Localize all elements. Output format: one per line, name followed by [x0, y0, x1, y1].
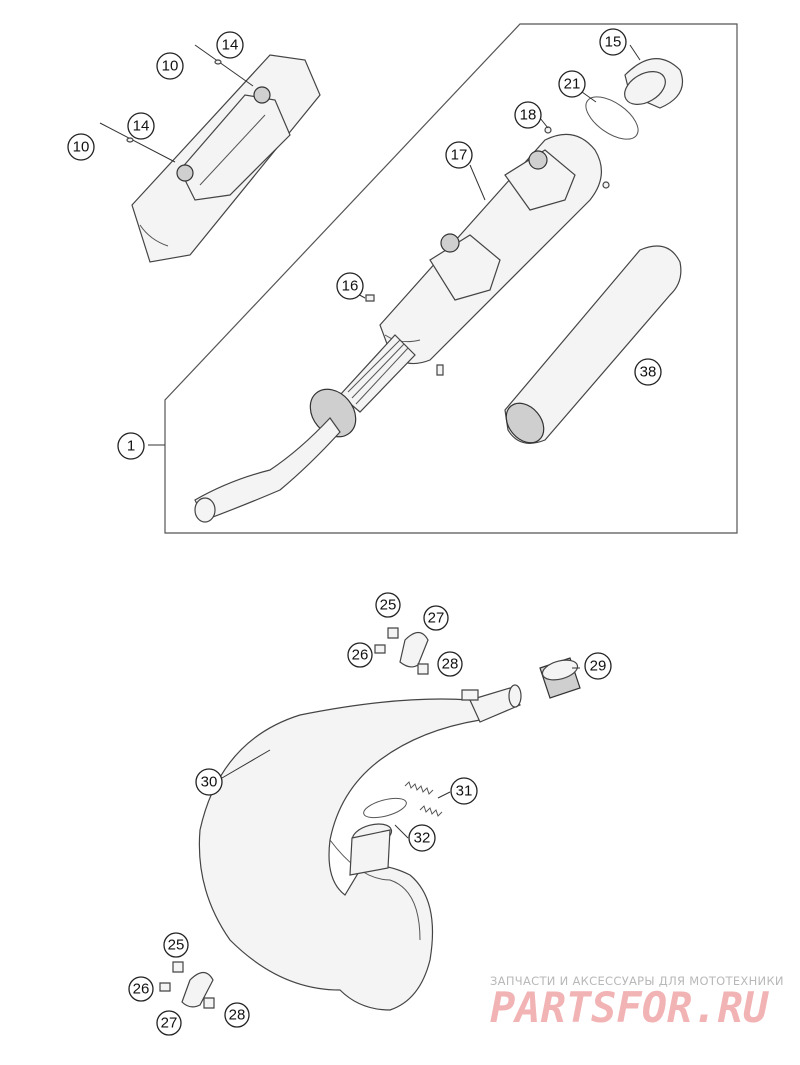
callout-32: 32: [408, 824, 436, 852]
svg-text:14: 14: [222, 37, 239, 54]
watermark-logo: PARTSFOR.RU: [490, 983, 770, 1032]
svg-text:27: 27: [428, 610, 445, 627]
svg-text:15: 15: [605, 34, 622, 51]
callout-25-lower: 25: [163, 932, 189, 958]
callout-28-lower: 28: [224, 1002, 250, 1028]
svg-text:25: 25: [168, 937, 185, 954]
silencer-packing-illustration: [504, 245, 682, 444]
svg-text:14: 14: [133, 118, 150, 135]
callout-28-upper: 28: [437, 651, 463, 677]
rubber-sleeve-illustration: [539, 657, 581, 699]
silencer-illustration: [194, 126, 610, 523]
silencer-assembly-frame: [164, 23, 738, 534]
svg-text:25: 25: [380, 597, 397, 614]
svg-text:17: 17: [451, 147, 468, 164]
svg-text:31: 31: [456, 783, 473, 800]
callout-16: 16: [336, 272, 364, 300]
callout-26-upper: 26: [347, 642, 373, 668]
end-cap-illustration: [585, 58, 684, 140]
watermark-caption: ЗАПЧАСТИ И АКСЕССУАРЫ ДЛЯ МОТОТЕХНИКИ: [490, 974, 784, 988]
callout-18: 18: [514, 101, 542, 129]
callout-14-mid: 14: [127, 112, 155, 140]
callout-14-top: 14: [216, 31, 244, 59]
callout-15: 15: [599, 28, 627, 56]
svg-text:18: 18: [520, 107, 537, 124]
callout-1: 1: [117, 432, 145, 460]
o-ring-32-illustration: [349, 797, 407, 876]
callout-27-lower: 27: [156, 1010, 182, 1036]
svg-text:26: 26: [352, 647, 369, 664]
svg-text:1: 1: [127, 438, 135, 455]
mount-set-lower-illustration: [159, 961, 215, 1009]
callout-38: 38: [634, 358, 662, 386]
callout-26-lower: 26: [128, 976, 154, 1002]
callout-21: 21: [558, 70, 586, 98]
svg-text:28: 28: [229, 1007, 246, 1024]
callout-30: 30: [195, 768, 223, 796]
svg-text:38: 38: [640, 364, 657, 381]
svg-text:16: 16: [342, 278, 359, 295]
callout-29: 29: [584, 652, 612, 680]
callout-25-upper: 25: [375, 592, 401, 618]
exhaust-pipe-illustration: [198, 684, 522, 1011]
callout-31: 31: [450, 777, 478, 805]
svg-text:29: 29: [590, 658, 607, 675]
callout-10-mid: 10: [67, 133, 95, 161]
svg-text:21: 21: [564, 76, 581, 93]
callout-10-top: 10: [156, 52, 184, 80]
svg-text:30: 30: [201, 774, 218, 791]
svg-text:26: 26: [133, 981, 150, 998]
bracket-inset-illustration: [99, 44, 321, 263]
svg-text:32: 32: [414, 830, 431, 847]
mount-set-upper-illustration: [374, 627, 429, 675]
svg-text:10: 10: [162, 58, 179, 75]
svg-text:27: 27: [161, 1015, 178, 1032]
callout-27-upper: 27: [423, 605, 449, 631]
svg-text:28: 28: [442, 656, 459, 673]
springs-illustration: [404, 781, 443, 817]
svg-text:10: 10: [73, 139, 90, 156]
callout-17: 17: [445, 141, 473, 169]
